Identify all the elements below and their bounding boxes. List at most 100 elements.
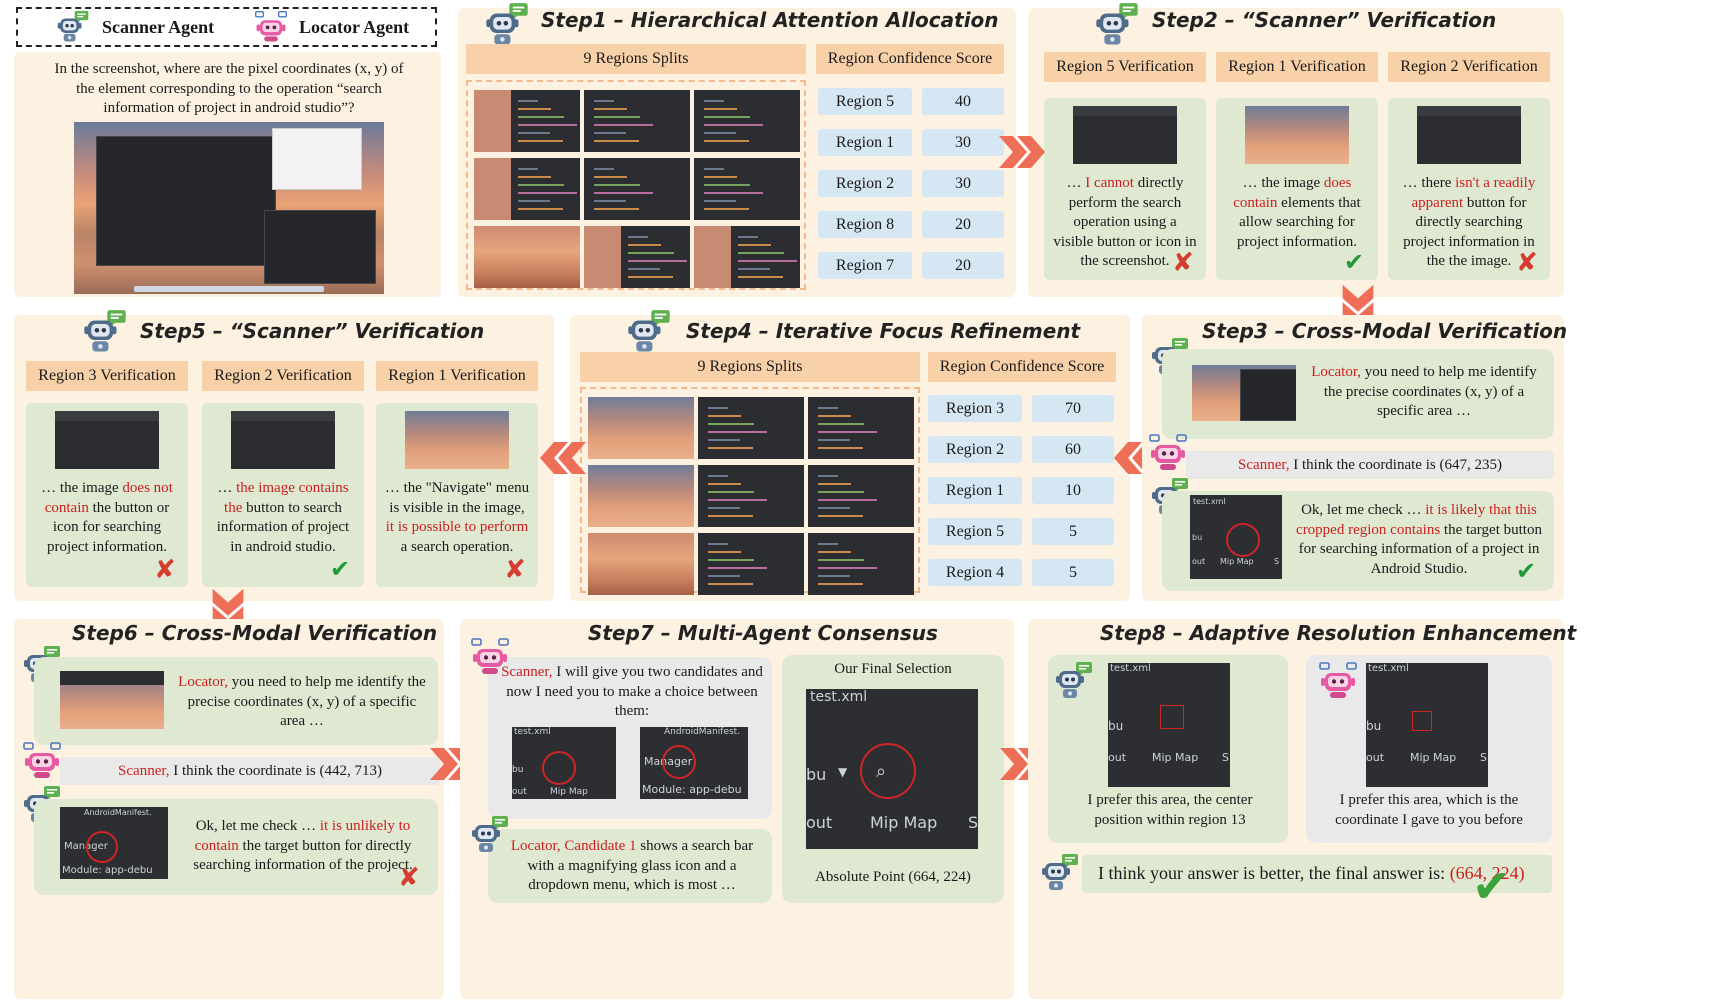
code-line	[594, 168, 614, 170]
code-line	[518, 132, 550, 134]
final-selection-card: Our Final Selection test.xml bu ▼ out Mi…	[782, 655, 1004, 903]
question-text: In the screenshot, where are the pixel c…	[54, 61, 404, 116]
code-line	[628, 268, 660, 270]
verification-text-pre: … the image	[41, 480, 123, 496]
robot-locator-icon	[470, 637, 510, 677]
crop-label: out	[1192, 557, 1206, 566]
crop-label: out	[1366, 751, 1385, 764]
dock	[134, 286, 324, 292]
code-line	[704, 168, 724, 170]
check-icon: ✔	[1516, 557, 1537, 585]
step4-panel: Step4 – Iterative Focus Refinement 9 Reg…	[570, 315, 1130, 601]
reply-text: Ok, let me check …	[195, 818, 320, 834]
code-line	[818, 551, 851, 553]
region-score: 5	[1032, 518, 1114, 545]
code-line	[708, 415, 741, 417]
verification-text-pre: …	[217, 480, 237, 496]
step6-reply-message: AndroidManifest. Manager Module: app-deb…	[34, 799, 438, 895]
verification-text-pre: … there	[1402, 175, 1456, 191]
code-line	[708, 483, 741, 485]
locator-agent-label: Locator Agent	[299, 17, 410, 37]
code-line	[818, 483, 851, 485]
code-line	[818, 543, 838, 545]
step7-locator-text: Locator, Candidate 1 shows a search bar …	[498, 837, 766, 896]
code-line	[818, 499, 877, 501]
scanner-name: Scanner,	[1238, 457, 1290, 473]
step3-locator-text: Locator, you need to help me identify th…	[1304, 363, 1544, 422]
region-thumbnail	[1073, 106, 1177, 164]
region-tile	[474, 90, 580, 152]
code-line	[708, 559, 754, 561]
ide-window	[96, 136, 276, 266]
region-tile	[588, 465, 694, 527]
step3-zoom-crop: test.xml bu out Mip Map S	[1190, 495, 1282, 579]
locator-message: shows a search bar with a magnifying gla…	[527, 838, 754, 893]
robot-scanner-icon	[56, 10, 90, 44]
verification-text: … there isn't a readily apparent button …	[1396, 174, 1542, 272]
region-thumbnail	[231, 411, 335, 469]
step3-panel: Step3 – Cross-Modal Verification Locator…	[1142, 315, 1567, 601]
code-line	[818, 575, 850, 577]
menu-bar	[55, 411, 159, 421]
code-line	[594, 124, 653, 126]
code-line	[818, 491, 864, 493]
robot-locator-icon	[254, 10, 288, 44]
crop-label: S	[1222, 751, 1229, 764]
code-line	[594, 208, 639, 210]
crop-label: out	[1108, 751, 1127, 764]
code-line	[818, 475, 838, 477]
cross-icon: ✘	[504, 555, 526, 585]
red-circle	[1226, 523, 1260, 557]
robot-scanner-icon	[1094, 2, 1140, 48]
step8-scanner-choice: test.xml bu out Mip Map S I prefer this …	[1048, 655, 1288, 843]
code-line	[518, 140, 563, 142]
code-line	[518, 200, 550, 202]
step1-region-grid	[466, 80, 806, 290]
check-icon: ✔	[1344, 248, 1365, 276]
check-icon: ✔	[1472, 859, 1511, 913]
code-line	[738, 268, 770, 270]
verification-text-red: the image contains the	[224, 480, 349, 516]
verification-text-post: a search operation.	[400, 538, 514, 555]
verification-card: … the image contains the button to searc…	[202, 403, 364, 587]
menu-bar	[1073, 106, 1177, 116]
region-tile	[698, 533, 804, 595]
step4-title: Step4 – Iterative Focus Refinement	[686, 319, 1081, 343]
check-icon: ✔	[330, 555, 351, 583]
double-chevron-arrow	[997, 134, 1047, 170]
verification-card: … the image does contain elements that a…	[1216, 98, 1378, 280]
step8-title: Step8 – Adaptive Resolution Enhancement	[1100, 621, 1577, 645]
region-label: Region 7	[818, 252, 912, 279]
red-square	[1160, 705, 1184, 729]
code-line	[704, 116, 750, 118]
verification-text: … the image does not contain the button …	[34, 479, 180, 557]
code-line	[594, 192, 653, 194]
crop-label: Manager	[64, 841, 108, 852]
step1-splits-header: 9 Regions Splits	[466, 44, 806, 74]
ide-window-small	[264, 210, 376, 284]
verification-text-pre: … the image	[1242, 175, 1324, 191]
region-thumbnail	[1417, 106, 1521, 164]
region-label: Region 2	[928, 436, 1022, 463]
crop-label: out	[512, 787, 527, 797]
code-line	[704, 132, 736, 134]
code-line	[708, 543, 728, 545]
crop-label: bu	[1366, 719, 1382, 733]
verification-text: … the image contains the button to searc…	[210, 479, 356, 557]
step3-reply-message: test.xml bu out Mip Map S Ok, let me che…	[1162, 491, 1554, 591]
code-line	[704, 184, 750, 186]
code-line	[518, 176, 551, 178]
code-line	[594, 100, 614, 102]
region-tile	[588, 533, 694, 595]
code-line	[818, 447, 863, 449]
crop-label: Mip Map	[1410, 751, 1457, 764]
code-line	[518, 192, 577, 194]
cross-icon: ✘	[1516, 248, 1538, 278]
verification-text-pre: … the "Navigate" menu is visible in the …	[384, 480, 530, 516]
verification-header: Region 5 Verification	[1044, 52, 1206, 82]
code-line	[818, 431, 877, 433]
step6-panel: Step6 – Cross-Modal Verification Locator…	[14, 619, 444, 999]
step6-scanner-message: Scanner, I think the coordinate is (442,…	[60, 757, 440, 785]
region-label: Region 1	[818, 129, 912, 156]
code-line	[594, 132, 626, 134]
